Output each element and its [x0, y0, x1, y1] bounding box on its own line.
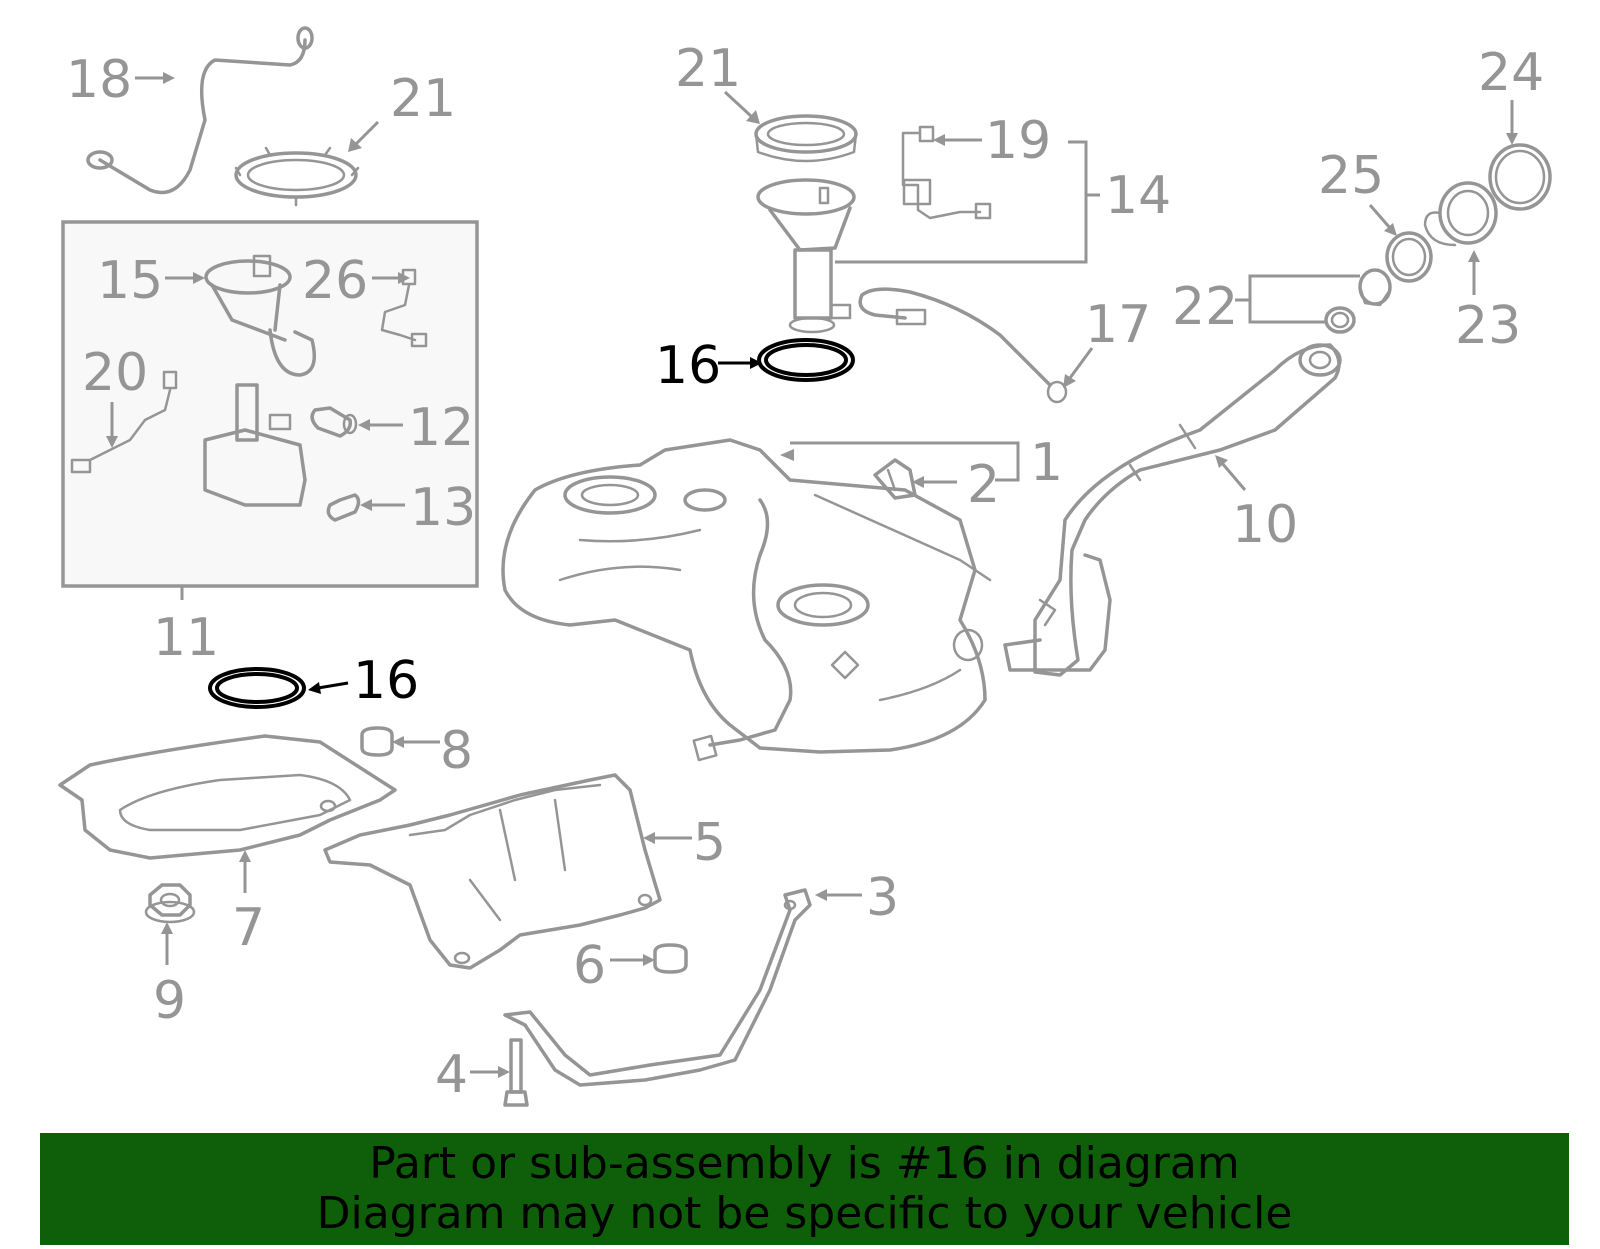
part-11-assembly-box [61, 220, 479, 588]
part-20-wiring-harness[interactable] [70, 370, 178, 474]
callout-26: 26 [302, 251, 368, 311]
part-19-sensor-harness[interactable] [901, 125, 992, 220]
banner-line-1: Part or sub-assembly is #16 in diagram [369, 1138, 1240, 1189]
part-14-pump-module[interactable] [756, 178, 856, 334]
callout-4: 4 [435, 1045, 468, 1105]
callout-6: 6 [573, 936, 606, 996]
part-16-gasket-top[interactable] [757, 338, 855, 382]
callout-14: 14 [1105, 166, 1171, 226]
callout-7: 7 [232, 898, 265, 958]
part-21-retainer-ring-left[interactable] [234, 146, 360, 207]
sender-unit[interactable] [203, 383, 307, 507]
callout-3: 3 [866, 868, 899, 928]
callout-9: 9 [153, 971, 186, 1031]
part-8-cushion[interactable] [360, 726, 394, 757]
parts-diagram: 18 21 21 19 14 24 25 22 23 17 15 26 20 1… [58, 26, 1552, 1107]
part-25-gasket[interactable] [1385, 231, 1433, 283]
callout-17: 17 [1085, 295, 1151, 355]
callout-8: 8 [440, 721, 473, 781]
callout-15: 15 [97, 251, 163, 311]
part-12-fuel-filter[interactable] [310, 406, 358, 438]
part-1-fuel-tank[interactable] [501, 438, 992, 762]
part-9-nut[interactable] [144, 883, 196, 924]
callout-25: 25 [1318, 146, 1384, 206]
part-24-gasket[interactable] [1488, 143, 1552, 211]
part-16-gasket-left[interactable] [208, 667, 306, 709]
part-5-heat-shield[interactable] [323, 773, 662, 970]
part-2-insulator-pad[interactable] [873, 458, 917, 500]
callout-10: 10 [1232, 495, 1298, 555]
callout-11: 11 [153, 608, 219, 668]
leader-lines [106, 72, 1518, 1078]
part-17-vent-line[interactable] [858, 287, 1068, 404]
part-6-cushion[interactable] [653, 943, 688, 974]
part-22-fuel-cap[interactable] [1324, 268, 1392, 334]
callout-21-left: 21 [390, 69, 456, 129]
callout-5: 5 [693, 813, 726, 873]
callout-12: 12 [408, 398, 474, 458]
callout-22: 22 [1172, 277, 1238, 337]
callout-2: 2 [967, 455, 1000, 515]
callout-21-top: 21 [675, 39, 741, 99]
callout-18: 18 [66, 50, 132, 110]
part-15-pump-flange[interactable] [204, 254, 316, 377]
part-23-filler-housing[interactable] [1423, 181, 1498, 247]
callout-1: 1 [1030, 433, 1063, 493]
part-4-bolt[interactable] [503, 1038, 529, 1107]
part-10-filler-neck[interactable] [1003, 343, 1342, 677]
callout-13: 13 [410, 478, 476, 538]
part-7-protector-plate[interactable] [58, 734, 397, 860]
callout-20: 20 [82, 343, 148, 403]
banner-line-2: Diagram may not be specific to your vehi… [316, 1188, 1293, 1239]
part-21-retainer-ring-top[interactable] [754, 114, 858, 163]
callout-23: 23 [1455, 296, 1521, 356]
part-18-fuel-line[interactable] [86, 26, 314, 195]
callout-16-left: 16 [353, 651, 419, 711]
callout-24: 24 [1478, 43, 1544, 103]
part-13-strainer[interactable] [326, 493, 361, 522]
callout-16-top: 16 [655, 336, 721, 396]
callout-19: 19 [985, 111, 1051, 171]
part-3-tank-strap[interactable] [503, 888, 812, 1087]
info-banner: Part or sub-assembly is #16 in diagram D… [40, 1133, 1569, 1245]
